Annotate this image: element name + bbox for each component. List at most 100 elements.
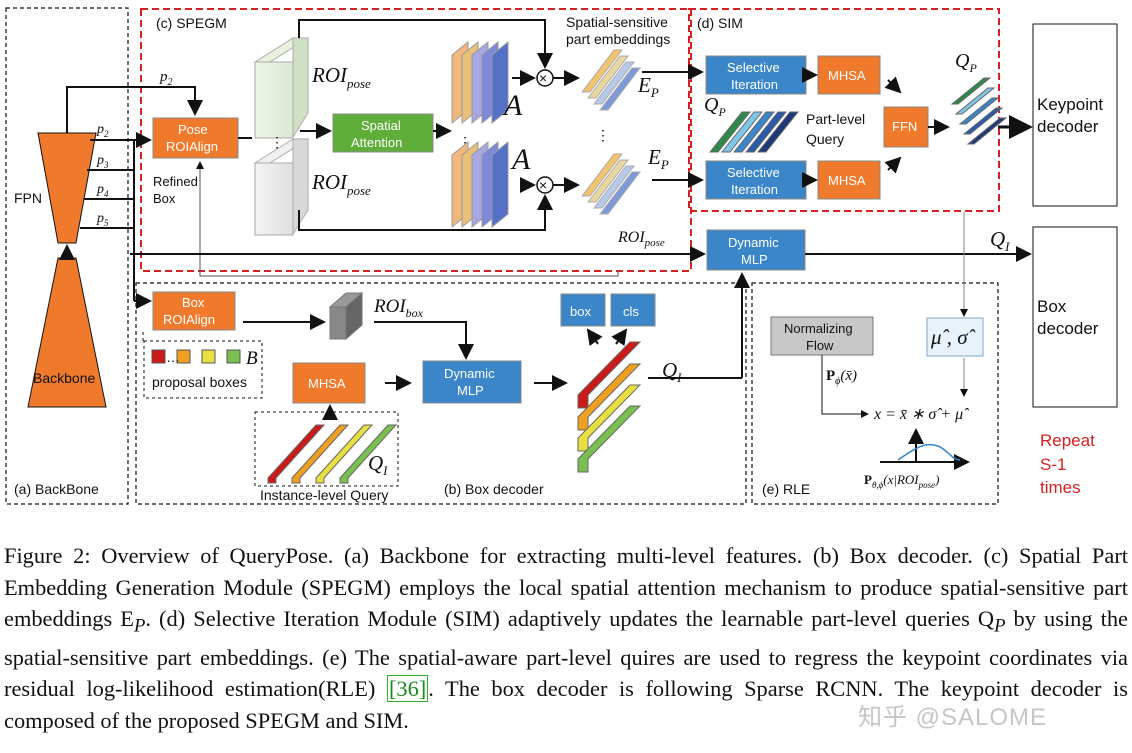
watermark: 知乎 @SALOME (858, 704, 1048, 731)
panel-rle (751, 282, 999, 505)
mu-sigma-box (926, 317, 984, 357)
attention-stack-top (451, 40, 509, 125)
selective-iteration-bottom (705, 160, 807, 200)
instance-query-frame (254, 411, 399, 487)
mhsa-box-decoder (292, 362, 366, 404)
selective-iteration-bottom-label-1: Selective (727, 165, 780, 180)
proposal-b: B (246, 348, 258, 369)
qi-stack (577, 341, 642, 473)
mhsa-top-label: MHSA (828, 68, 866, 83)
level-p2: p2 (96, 122, 109, 139)
selective-iteration-top-label-1: Selective (727, 60, 780, 75)
dynamic-mlp-top (706, 229, 806, 271)
figure-caption: Figure 2: Overview of QueryPose. (a) Bac… (4, 543, 1128, 733)
qp-sim: QP (704, 94, 726, 119)
spatial-attention-label-2: Attention (351, 135, 402, 150)
roi-box-label: ROIbox (373, 296, 424, 320)
roi-pose-label-bottom: ROIpose (311, 170, 371, 198)
mhsa-box-decoder-label: MHSA (308, 376, 346, 391)
likelihood-label: Pθ,ϕ(x|ROIpose) (864, 472, 939, 490)
box-roialign-label-1: Box (182, 295, 205, 310)
pose-roialign-label-1: Pose (178, 122, 208, 137)
selective-iteration-top (705, 55, 807, 95)
panel-backbone (5, 7, 129, 505)
ffn-box (883, 106, 929, 148)
proposal-box-yellow (201, 349, 216, 364)
keypoint-decoder-box (1032, 23, 1118, 207)
panel-box-decoder (135, 282, 747, 505)
keypoint-decoder-label-1: Keypoint (1037, 95, 1103, 114)
p2-top-label: p2 (159, 69, 173, 88)
dynamic-mlp-top-label-1: Dynamic (728, 235, 779, 250)
roi-box-cube (328, 291, 364, 341)
dynamic-mlp-box-decoder (422, 360, 522, 404)
pose-roialign-box (152, 117, 239, 159)
proposal-box-orange (176, 349, 191, 364)
svg-text:×: × (539, 177, 547, 193)
part-query-label-2: Query (806, 131, 844, 147)
normalizing-flow-label-1: Normalizing (784, 321, 853, 336)
proposal-box-green (226, 349, 241, 364)
ffn-label: FFN (892, 119, 917, 134)
ep-bottom: EP (647, 145, 669, 172)
svg-text:⋮: ⋮ (270, 134, 284, 150)
repeat-label-3: times (1040, 478, 1081, 497)
svg-text:…: … (166, 349, 180, 365)
level-p3: p3 (96, 153, 109, 170)
qi-box-decoder: QI (662, 358, 682, 385)
spatial-attention-label-1: Spatial (361, 118, 401, 133)
fpn-label: FPN (14, 190, 42, 206)
dynamic-mlp-box-decoder-label-2: MLP (457, 383, 484, 398)
mhsa-bottom (817, 160, 881, 200)
box-decoder-output-label-1: Box (1037, 297, 1067, 316)
part-embeddings-label-1: Spatial-sensitive (566, 14, 668, 30)
qp-output-stack (950, 77, 1008, 145)
citation-link[interactable]: [36] (386, 675, 429, 703)
pose-roialign-label-2: ROIAlign (166, 139, 218, 154)
panel-label-rle: (e) RLE (762, 481, 810, 497)
mhsa-bottom-label: MHSA (828, 173, 866, 188)
part-embeddings-label-2: part embeddings (566, 31, 670, 47)
panel-label-backbone: (a) BackBone (14, 481, 99, 497)
roi-pose-cube-top (253, 37, 310, 139)
dynamic-mlp-box-decoder-label-1: Dynamic (444, 366, 495, 381)
attention-a-top: A (502, 89, 523, 122)
refined-box-label-2: Box (153, 191, 176, 206)
level-p5: p5 (96, 211, 109, 228)
spatial-attention-box (332, 113, 434, 153)
panel-label-sim: (d) SIM (697, 15, 743, 31)
roi-pose-top-line-label: ROIpose (617, 229, 665, 249)
instance-query-stack (267, 424, 398, 484)
attention-stack-bottom (451, 140, 509, 229)
fpn-trapezoid (37, 132, 97, 244)
box-decoder-output-box (1032, 226, 1118, 408)
box-head (560, 293, 606, 327)
roi-pose-label-top: ROIpose (311, 63, 371, 91)
selective-iteration-top-label-2: Iteration (731, 77, 778, 92)
repeat-label-1: Repeat (1040, 431, 1095, 450)
panel-label-spegm: (c) SPEGM (156, 15, 227, 31)
keypoint-decoder-label-2: decoder (1037, 117, 1099, 136)
box-decoder-output-label-2: decoder (1037, 319, 1099, 338)
box-roialign-box (152, 291, 236, 331)
backbone-label: Backbone (33, 370, 95, 386)
qp-output: QP (955, 50, 977, 75)
roi-pose-cube-bottom (253, 138, 310, 236)
proposal-box-red (151, 349, 166, 364)
svg-text:⋮: ⋮ (596, 127, 610, 143)
box-head-label: box (570, 304, 591, 319)
normalizing-flow-box (770, 316, 874, 356)
part-query-stack (708, 111, 800, 153)
mhsa-top (817, 55, 881, 95)
ep-top: EP (637, 73, 659, 100)
refined-box-label-1: Refined (153, 174, 198, 189)
part-embeddings-bottom (580, 153, 642, 215)
dynamic-mlp-top-label-2: MLP (741, 252, 768, 267)
level-p4: p4 (96, 182, 109, 199)
normalizing-flow-label-2: Flow (806, 338, 834, 353)
part-query-label-1: Part-level (806, 111, 865, 127)
instance-query-label: Instance-level Query (260, 487, 388, 503)
part-embeddings-top (580, 49, 642, 111)
proposal-boxes-frame (143, 340, 263, 399)
panel-label-box-decoder: (b) Box decoder (444, 481, 544, 497)
